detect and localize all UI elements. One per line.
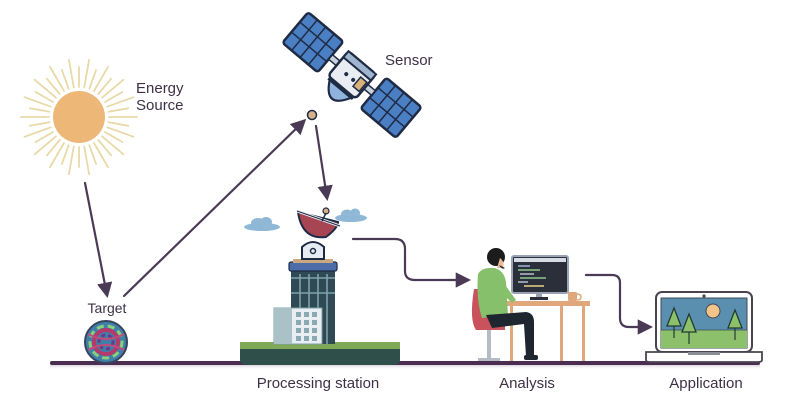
sun-ray xyxy=(33,135,57,156)
satellite-antenna-tip xyxy=(306,109,318,121)
sun-ray xyxy=(49,142,65,169)
sun-ray xyxy=(67,145,75,175)
sun-ray xyxy=(88,144,98,165)
arrow-station-to-analysis xyxy=(351,237,472,288)
arrow-target-to-sensor xyxy=(122,118,307,298)
arrow-energy-to-target xyxy=(83,181,113,299)
sun-ray xyxy=(23,96,52,108)
sun-ray xyxy=(88,69,98,90)
sun-ray xyxy=(46,139,61,157)
application-label: Application xyxy=(669,375,743,392)
monitor-icon xyxy=(511,255,569,300)
satellite-icon xyxy=(282,12,422,138)
sun-ray xyxy=(34,91,54,103)
sun-ray xyxy=(83,59,91,89)
sun-ray xyxy=(28,107,51,113)
sun-ray xyxy=(49,65,65,92)
target-label: Target xyxy=(87,300,127,316)
energy-source-label-line2: Source xyxy=(136,97,184,114)
processing-station-icon xyxy=(240,207,400,365)
energy-source-label-line1: Energy xyxy=(136,80,184,97)
sun-disc xyxy=(53,91,105,143)
analysis-label: Analysis xyxy=(499,375,555,392)
sun-ray xyxy=(23,126,52,138)
sun-ray xyxy=(104,131,124,143)
sun-ray xyxy=(93,65,109,92)
sun-ray xyxy=(83,145,91,175)
flow-arrows xyxy=(83,118,654,335)
processing-station-label: Processing station xyxy=(256,375,380,392)
sun-ray xyxy=(28,121,51,127)
arrow-analysis-to-application xyxy=(584,273,654,335)
sun-ray xyxy=(34,131,54,143)
sun-icon xyxy=(20,59,138,175)
sun-ray xyxy=(101,78,125,99)
sun-ray xyxy=(60,69,70,90)
mug-icon xyxy=(568,292,577,301)
sun-ray xyxy=(97,77,112,95)
laptop-icon xyxy=(645,291,763,363)
cloud-icon-right xyxy=(335,208,367,222)
analyst-workstation-icon xyxy=(471,248,590,361)
sun-ray xyxy=(93,142,109,169)
energy-source-label: Energy Source xyxy=(136,80,206,114)
sun-ray xyxy=(107,121,130,127)
sun-ray xyxy=(33,78,57,99)
sun-ray xyxy=(60,144,70,165)
sun-ray xyxy=(97,139,112,157)
sun-ray xyxy=(46,77,61,95)
sun-ray xyxy=(104,91,124,103)
cloud-icon-left xyxy=(244,217,280,231)
sun-ray xyxy=(67,59,75,89)
sensor-label: Sensor xyxy=(385,52,433,69)
sun-ray xyxy=(101,135,125,156)
target-globe-icon xyxy=(84,320,128,364)
arrow-sensor-to-station xyxy=(314,124,333,202)
ground-line xyxy=(50,361,760,370)
sun-ray xyxy=(106,126,135,138)
sun-ray xyxy=(106,96,135,108)
sun-ray xyxy=(107,107,130,113)
